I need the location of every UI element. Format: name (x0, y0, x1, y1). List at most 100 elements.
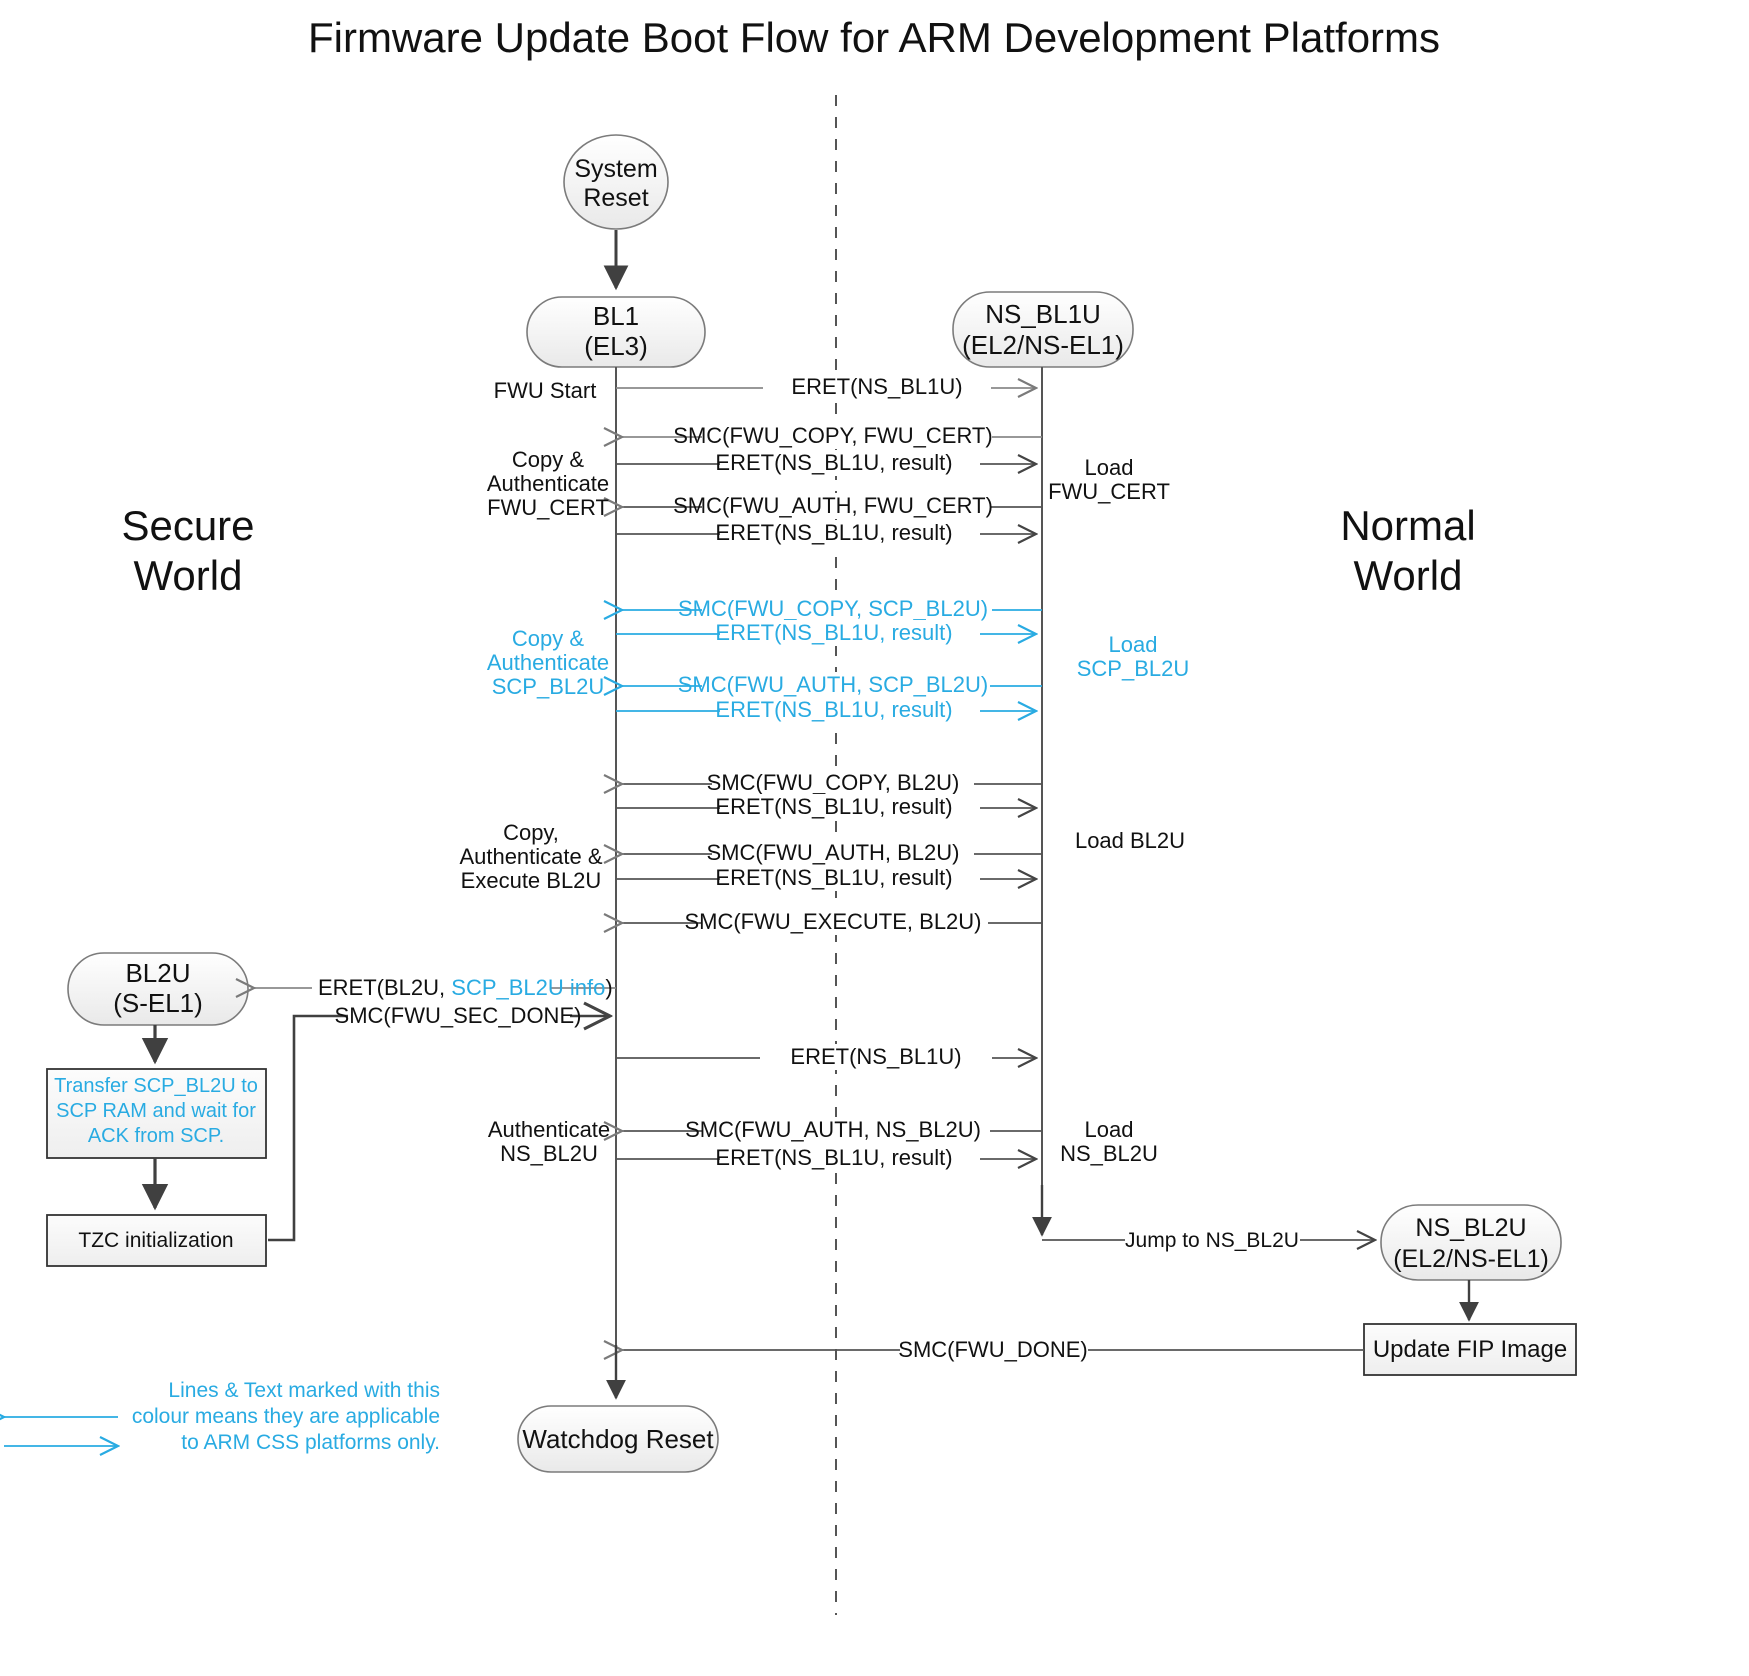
message-smc-fwu-sec-done: SMC(FWU_SEC_DONE) (268, 1002, 610, 1242)
legend-line-1: Lines & Text marked with this (168, 1379, 440, 1402)
annotation-load-bl2u: Load BL2U (1075, 828, 1185, 853)
svg-text:(S-EL1): (S-EL1) (113, 988, 203, 1018)
node-system-reset-label: System (574, 155, 657, 183)
node-ns-bl1u[interactable]: NS_BL1U (EL2/NS-EL1) (952, 291, 1134, 368)
node-watchdog-reset[interactable]: Watchdog Reset (517, 1405, 719, 1473)
message-smc-fwu-auth-scp-bl2u: SMC(FWU_AUTH, SCP_BL2U) (622, 672, 1042, 698)
node-ns-bl2u-label: NS_BL2U (1415, 1214, 1526, 1242)
message-label: ERET(NS_BL1U) (790, 1044, 961, 1069)
box-update-fip-image: Update FIP Image (1363, 1323, 1577, 1376)
svg-text:FWU_CERT: FWU_CERT (1048, 479, 1170, 504)
message-label: ERET(NS_BL1U, result) (715, 620, 952, 645)
node-ns-bl2u[interactable]: NS_BL2U (EL2/NS-EL1) (1380, 1204, 1562, 1281)
annotation-load-scp-bl2u: Load SCP_BL2U (1077, 632, 1190, 681)
svg-text:FWU_CERT: FWU_CERT (487, 495, 609, 520)
svg-text:Load BL2U: Load BL2U (1075, 828, 1185, 853)
svg-text:Copy &: Copy & (512, 626, 584, 651)
message-eret-ns-bl1u-result-6: ERET(NS_BL1U, result) (616, 865, 1036, 891)
svg-text:Execute BL2U: Execute BL2U (461, 868, 602, 893)
message-eret-ns-bl1u-result-5: ERET(NS_BL1U, result) (616, 794, 1036, 820)
svg-text:Load: Load (1085, 455, 1134, 480)
svg-text:Normal: Normal (1340, 502, 1475, 549)
legend-line-2: colour means they are applicable (132, 1405, 440, 1428)
svg-text:Transfer SCP_BL2U to: Transfer SCP_BL2U to (54, 1075, 258, 1097)
svg-text:Reset: Reset (583, 184, 648, 212)
svg-text:Authenticate: Authenticate (488, 1117, 610, 1142)
svg-text:Load: Load (1109, 632, 1158, 657)
legend: Lines & Text marked with this colour mea… (4, 1379, 440, 1454)
annotation-authenticate-ns-bl2u: Authenticate NS_BL2U (488, 1117, 610, 1166)
svg-text:FWU Start: FWU Start (494, 378, 597, 403)
svg-text:Copy,: Copy, (503, 820, 559, 845)
svg-text:Secure: Secure (121, 502, 254, 549)
legend-line-3: to ARM CSS platforms only. (181, 1431, 440, 1454)
svg-text:SCP_BL2U: SCP_BL2U (492, 674, 605, 699)
message-eret-ns-bl1u-2: ERET(NS_BL1U) (616, 1044, 1036, 1070)
message-label: SMC(FWU_DONE) (898, 1337, 1087, 1362)
box-transfer-scp-bl2u: Transfer SCP_BL2U to SCP RAM and wait fo… (46, 1068, 267, 1159)
message-label: SMC(FWU_AUTH, SCP_BL2U) (678, 672, 988, 697)
annotation-load-fwu-cert: Load FWU_CERT (1048, 455, 1170, 504)
page-title: Firmware Update Boot Flow for ARM Develo… (308, 14, 1440, 61)
message-eret-ns-bl1u-1: ERET(NS_BL1U) (616, 374, 1036, 400)
message-eret-ns-bl1u-result-2: ERET(NS_BL1U, result) (616, 520, 1036, 546)
message-smc-fwu-copy-bl2u: SMC(FWU_COPY, BL2U) (622, 770, 1042, 796)
node-bl1[interactable]: BL1 (EL3) (526, 296, 706, 368)
svg-text:(EL3): (EL3) (584, 331, 648, 361)
box-tzc-initialization: TZC initialization (46, 1214, 267, 1267)
svg-text:ACK from SCP.: ACK from SCP. (88, 1125, 224, 1147)
message-label: ERET(NS_BL1U, result) (715, 450, 952, 475)
message-smc-fwu-auth-bl2u: SMC(FWU_AUTH, BL2U) (622, 840, 1042, 866)
message-label: SMC(FWU_EXECUTE, BL2U) (684, 909, 981, 934)
message-label: SMC(FWU_AUTH, NS_BL2U) (685, 1117, 981, 1142)
message-label: ERET(NS_BL1U, result) (715, 794, 952, 819)
message-label: SMC(FWU_COPY, BL2U) (707, 770, 960, 795)
message-eret-bl2u-scp-info: ERET(BL2U, SCP_BL2U info) (254, 974, 616, 1000)
annotation-copy-authenticate-fwu-cert: Copy & Authenticate FWU_CERT (487, 447, 609, 520)
secure-world-label: Secure World (121, 502, 254, 599)
svg-text:Load: Load (1085, 1117, 1134, 1142)
message-smc-fwu-auth-ns-bl2u: SMC(FWU_AUTH, NS_BL2U) (622, 1117, 1042, 1143)
node-system-reset[interactable]: System Reset (563, 134, 669, 230)
message-label: SMC(FWU_AUTH, FWU_CERT) (673, 493, 993, 518)
message-label: SMC(FWU_AUTH, BL2U) (706, 840, 959, 865)
message-label: ERET(NS_BL1U) (791, 374, 962, 399)
svg-text:SCP RAM and wait for: SCP RAM and wait for (56, 1100, 256, 1122)
svg-text:(EL2/NS-EL1): (EL2/NS-EL1) (962, 330, 1124, 360)
svg-text:(EL2/NS-EL1): (EL2/NS-EL1) (1393, 1245, 1549, 1273)
node-watchdog-reset-label: Watchdog Reset (522, 1424, 714, 1454)
message-label: ERET(NS_BL1U, result) (715, 520, 952, 545)
svg-text:NS_BL2U: NS_BL2U (1060, 1141, 1158, 1166)
message-label: ERET(NS_BL1U, result) (715, 1145, 952, 1170)
node-ns-bl1u-label: NS_BL1U (985, 299, 1101, 329)
svg-text:Authenticate: Authenticate (487, 471, 609, 496)
message-eret-ns-bl1u-result-7: ERET(NS_BL1U, result) (616, 1145, 1036, 1171)
svg-text:NS_BL2U: NS_BL2U (500, 1141, 598, 1166)
svg-text:SCP_BL2U: SCP_BL2U (1077, 656, 1190, 681)
svg-text:Copy &: Copy & (512, 447, 584, 472)
annotation-fwu-start: FWU Start (494, 378, 597, 403)
annotation-load-ns-bl2u: Load NS_BL2U (1060, 1117, 1158, 1166)
message-label: SMC(FWU_COPY, SCP_BL2U) (678, 596, 988, 621)
svg-text:TZC initialization: TZC initialization (78, 1229, 233, 1252)
svg-text:World: World (134, 552, 243, 599)
node-bl1-label: BL1 (593, 301, 639, 331)
message-label: Jump to NS_BL2U (1125, 1229, 1299, 1252)
message-smc-fwu-copy-scp-bl2u: SMC(FWU_COPY, SCP_BL2U) (622, 596, 1042, 622)
message-eret-ns-bl1u-result-4: ERET(NS_BL1U, result) (616, 697, 1036, 723)
message-smc-fwu-execute-bl2u: SMC(FWU_EXECUTE, BL2U) (622, 909, 1042, 935)
svg-text:Authenticate: Authenticate (487, 650, 609, 675)
svg-text:World: World (1354, 552, 1463, 599)
message-smc-fwu-done: SMC(FWU_DONE) (622, 1336, 1364, 1362)
message-label: ERET(NS_BL1U, result) (715, 865, 952, 890)
message-label: ERET(NS_BL1U, result) (715, 697, 952, 722)
message-label: SMC(FWU_COPY, FWU_CERT) (673, 423, 992, 448)
node-bl2u[interactable]: BL2U (S-EL1) (67, 952, 249, 1026)
message-smc-fwu-auth-fwu-cert: SMC(FWU_AUTH, FWU_CERT) (622, 493, 1042, 519)
message-smc-fwu-copy-fwu-cert: SMC(FWU_COPY, FWU_CERT) (622, 423, 1042, 449)
message-label: ERET(BL2U, SCP_BL2U info) (318, 975, 613, 1000)
message-eret-ns-bl1u-result-1: ERET(NS_BL1U, result) (616, 450, 1036, 476)
svg-text:Authenticate &: Authenticate & (459, 844, 602, 869)
